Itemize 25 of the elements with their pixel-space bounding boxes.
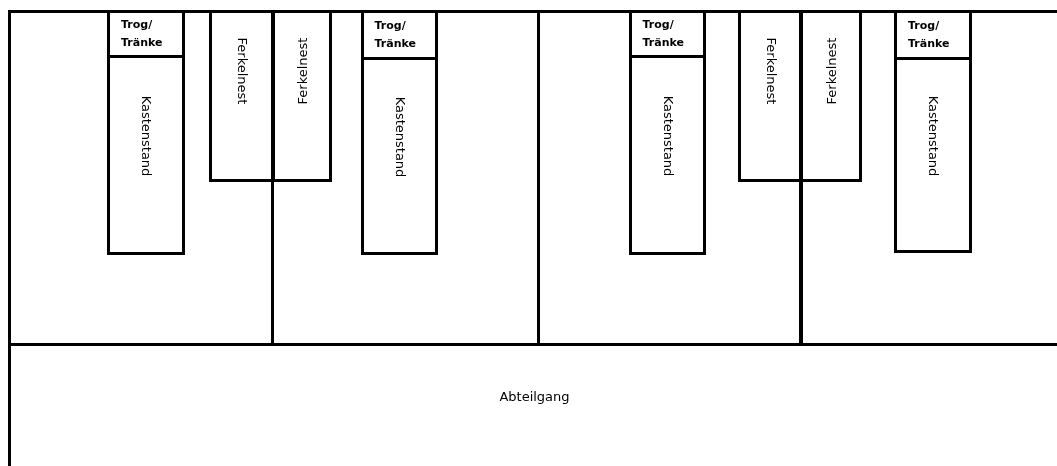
nest-label: Ferkelnest (234, 37, 250, 105)
farrowing-crate (629, 55, 706, 255)
nest-label: Ferkelnest (294, 37, 309, 105)
crate-label: Kastenstand (392, 96, 407, 178)
piglet-nest (209, 10, 275, 182)
crate-label: Kastenstand (138, 95, 154, 176)
farrowing-crate (894, 57, 972, 253)
trough-label: Trog/ Tränke (121, 17, 164, 51)
trough-label: Trog/ Tränke (374, 18, 417, 52)
crate-label: Kastenstand (660, 95, 675, 176)
farrowing-crate (107, 55, 185, 255)
trough-box (361, 10, 438, 60)
trough-box (629, 10, 706, 58)
pen-area (8, 10, 274, 346)
trough-label: Trog/ Tränke (642, 17, 685, 51)
pen-area (537, 10, 803, 346)
farrowing-crate (361, 57, 438, 255)
pen-area (799, 10, 1057, 346)
nest-label: Ferkelnest (763, 37, 778, 105)
nest-label: Ferkelnest (823, 37, 838, 105)
crate-label: Kastenstand (925, 95, 941, 177)
trough-label: Trog/ Tränke (908, 18, 951, 52)
trough-box (894, 10, 972, 60)
aisle-label: Abteilgang (499, 388, 570, 404)
trough-box (107, 10, 185, 58)
